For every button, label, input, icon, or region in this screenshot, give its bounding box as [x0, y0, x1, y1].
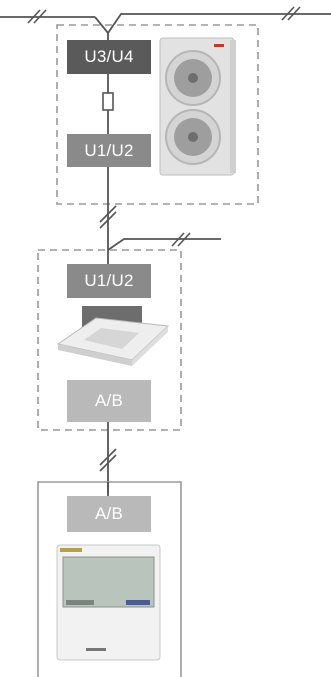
remote-controller-image: [56, 544, 161, 661]
top-bus-branch: [94, 13, 331, 35]
top-wire-slash-3: [281, 6, 295, 21]
low-wire-slash-2: [99, 454, 117, 472]
mid-wire-slash-1: [99, 205, 117, 223]
remote-terminal-ab: A/B: [67, 496, 151, 532]
outdoor-terminal-u3u4: U3/U4: [67, 40, 151, 74]
cassette-indoor-unit-image: [56, 306, 170, 366]
indoor-terminal-u1u2: U1/U2: [67, 264, 151, 298]
mid-wire-slash-2: [99, 211, 117, 229]
indoor-terminal-ab: A/B: [67, 380, 151, 422]
top-wire-slash-4: [287, 6, 301, 21]
top-wire-slash-1: [27, 9, 41, 24]
remote-controller-box: [37, 481, 182, 677]
fuse-icon: [102, 92, 114, 111]
branch-slash-2: [177, 232, 191, 247]
branch-slash-1: [171, 232, 185, 247]
outdoor-terminal-u1u2: U1/U2: [67, 134, 151, 167]
outdoor-unit-image: [159, 37, 236, 176]
indoor-unit-box: [37, 249, 182, 431]
low-wire-slash-1: [99, 448, 117, 466]
mid-branch-wire: [107, 238, 221, 251]
outdoor-unit-box: [56, 24, 259, 205]
top-wire-slash-2: [33, 9, 47, 24]
